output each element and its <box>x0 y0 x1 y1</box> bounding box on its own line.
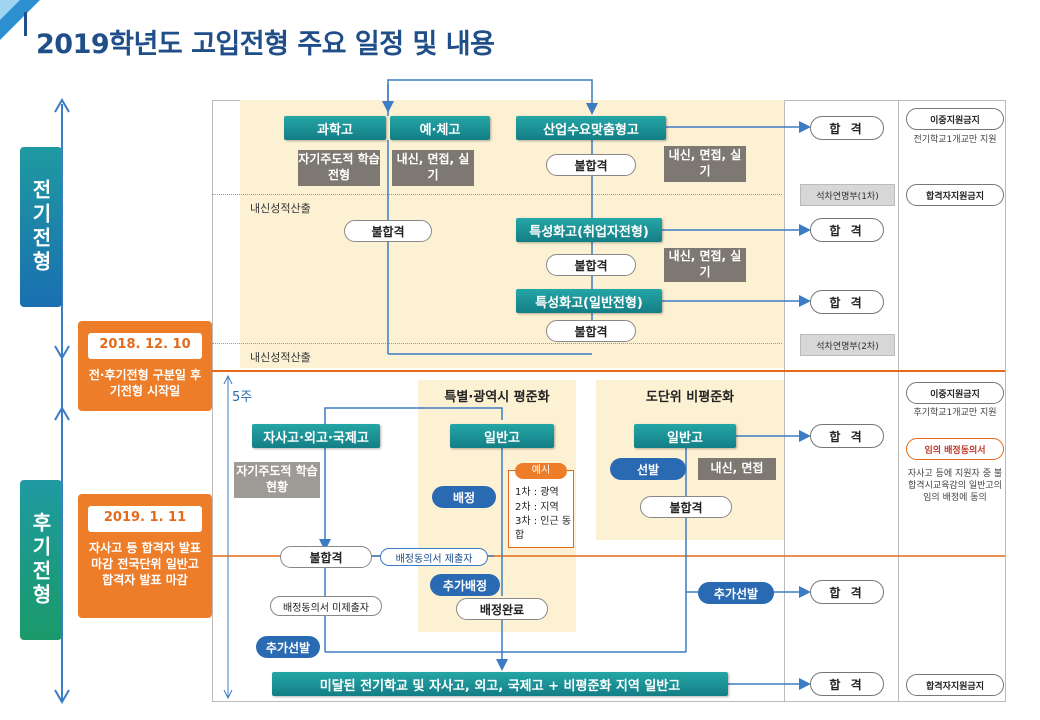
grid-line <box>1005 100 1006 702</box>
consent-not-badge: 배정동의서 미제출자 <box>270 596 382 616</box>
rule-dup-ban-2: 이중지원금지 <box>906 382 1004 404</box>
date2-description: 자사고 등 합격자 발표 마감 전국단위 일반고 합격자 발표 마감 <box>89 541 201 587</box>
grid-line <box>898 100 899 702</box>
pass-badge-5: 합 격 <box>810 580 884 604</box>
assign-done-badge: 배정완료 <box>456 598 548 620</box>
example-line-1: 1차 : 광역 <box>515 487 559 498</box>
pass-badge-1: 합 격 <box>810 116 884 140</box>
rule-consent: 임의 배정동의서 <box>906 438 1004 460</box>
phase-divider <box>212 370 1005 372</box>
extra-assign-badge: 추가배정 <box>430 574 500 596</box>
pass-badge-3: 합 격 <box>810 290 884 314</box>
interview-box-2: 내신, 면접, 실기 <box>664 146 746 182</box>
rule-dup-ban-1: 이중지원금지 <box>906 108 1004 130</box>
late-phase-label: 후기전형 <box>20 480 62 640</box>
pass-badge-6: 합 격 <box>810 672 884 696</box>
specialized-general-box: 특성화고(일반전형) <box>516 289 662 313</box>
corner-decoration-light <box>0 0 20 20</box>
example-line-3: 3차 : 인근 동합 <box>515 516 572 541</box>
self-status-box: 자기주도적 학습현황 <box>234 462 320 498</box>
rule-consent-note: 자사고 등에 지원자 중 불합격시교육감의 일반고의임의 배정에 동의 <box>907 469 1003 504</box>
example-label: 예시 <box>515 463 567 479</box>
extra-select-badge-2: 추가선발 <box>698 582 774 604</box>
reserve-list-2: 석차연명부(2차) <box>800 334 895 356</box>
dotted-divider <box>212 194 782 195</box>
rule-dup-ban-2-note: 후기학교1개교만 지원 <box>913 408 997 418</box>
fail-badge-nonequal: 불합격 <box>640 496 732 518</box>
grid-line <box>212 100 213 702</box>
early-zone <box>240 100 784 368</box>
early-phase-label: 전기전형 <box>20 147 62 307</box>
fail-badge-1: 불합격 <box>546 154 636 176</box>
general-school-box-1: 일반고 <box>450 424 554 448</box>
date1-value: 2018. 12. 10 <box>88 333 202 359</box>
interview-late-box: 내신, 면접 <box>698 458 776 480</box>
general-school-box-2: 일반고 <box>634 424 736 448</box>
grade-calc-label-2: 내신성적산출 <box>250 351 311 364</box>
grade-calc-label-1: 내신성적산출 <box>250 202 311 215</box>
example-box: 예시 1차 : 광역 2차 : 지역 3차 : 인근 동합 <box>508 463 574 548</box>
extra-select-badge-1: 추가선발 <box>256 636 320 658</box>
reserve-list-1: 석차연명부(1차) <box>800 184 895 206</box>
arts-school-box: 예·체고 <box>390 116 490 140</box>
dotted-divider <box>212 343 782 344</box>
grid-line <box>212 701 1005 702</box>
assign-badge: 배정 <box>432 486 496 508</box>
weeks-label: 5주 <box>232 390 253 405</box>
meister-school-box: 산업수요맞춤형고 <box>516 116 666 140</box>
fail-badge-4: 불합격 <box>546 320 636 342</box>
example-line-2: 2차 : 지역 <box>515 502 559 513</box>
equal-zone-title: 특별·광역시 평준화 <box>444 390 550 405</box>
final-recruit-box: 미달된 전기학교 및 자사고, 외고, 국제고 + 비평준화 지역 일반고 <box>272 672 728 696</box>
pass-badge-2: 합 격 <box>810 218 884 242</box>
fail-badge-3: 불합격 <box>546 254 636 276</box>
specialized-employment-box: 특성화고(취업자전형) <box>516 218 662 242</box>
science-school-box: 과학고 <box>284 116 386 140</box>
page-title: 2019학년도 고입전형 주요 일정 및 내용 <box>36 29 495 60</box>
rule-pass-ban-1: 합격자지원금지 <box>906 184 1004 206</box>
select-badge: 선발 <box>610 458 686 480</box>
title-bar-mark <box>24 12 27 36</box>
nonequal-zone-title: 도단위 비평준화 <box>645 390 735 405</box>
date2-card: 2019. 1. 11 자사고 등 합격자 발표 마감 전국단위 일반고 합격자… <box>78 494 212 618</box>
rule-dup-ban-1-note: 전기학교1개교만 지원 <box>913 135 997 145</box>
grid-line <box>784 100 785 702</box>
rule-pass-ban-2: 합격자지원금지 <box>906 674 1004 696</box>
consent-submit-badge: 배정동의서 제출자 <box>380 548 488 566</box>
autonomous-school-box: 자사고·외고·국제고 <box>252 424 380 448</box>
date1-card: 2018. 12. 10 전·후기전형 구분일 후기전형 시작일 <box>78 321 212 411</box>
date2-value: 2019. 1. 11 <box>88 506 202 532</box>
fail-badge-late: 불합격 <box>280 546 372 568</box>
date1-description: 전·후기전형 구분일 후기전형 시작일 <box>88 368 202 398</box>
interview-box-1: 내신, 면접, 실기 <box>392 150 474 186</box>
fail-badge-2: 불합격 <box>344 220 432 242</box>
pass-badge-4: 합 격 <box>810 424 884 448</box>
self-directed-box: 자기주도적 학습전형 <box>298 150 380 186</box>
interview-box-3: 내신, 면접, 실기 <box>664 248 746 282</box>
